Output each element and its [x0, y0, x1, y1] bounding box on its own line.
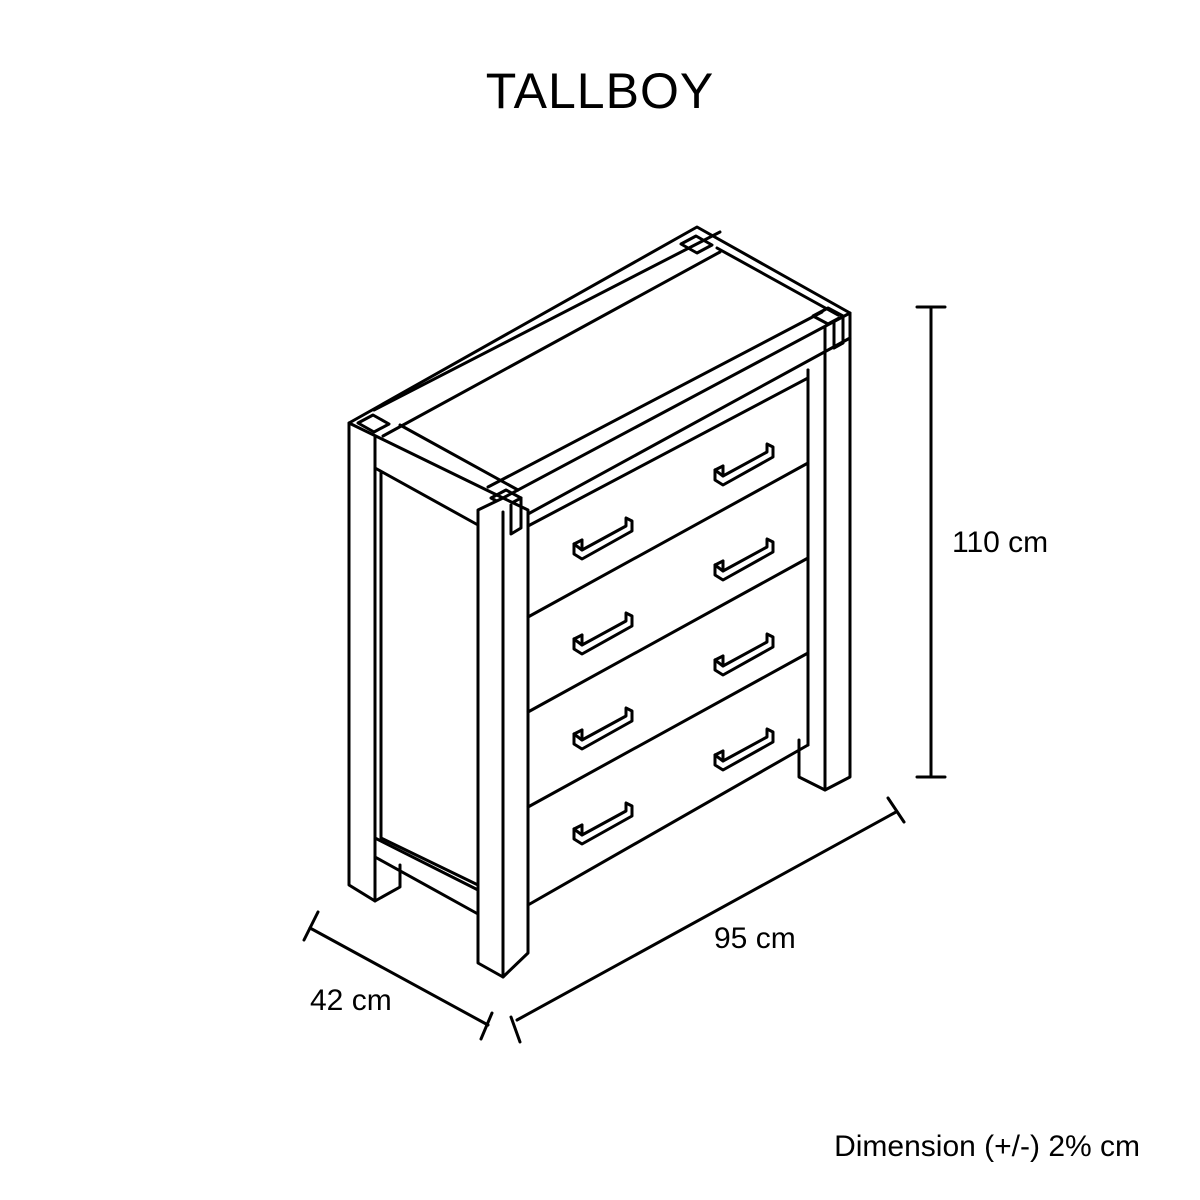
handle-icon: [572, 611, 634, 656]
handle-icon: [713, 537, 775, 582]
diagram-title: TALLBOY: [485, 63, 715, 119]
handle-icon: [713, 632, 775, 677]
depth-dimension-line: [302, 910, 494, 1041]
handle-icon: [572, 801, 634, 846]
handle-icon: [713, 727, 775, 772]
top-surface: [347, 225, 852, 516]
side-panel: [347, 421, 480, 916]
handle-icon: [713, 442, 775, 487]
width-label: 95 cm: [714, 922, 796, 955]
handle-icon: [572, 516, 634, 561]
drawer-handles: [572, 442, 775, 846]
depth-label: 42 cm: [310, 984, 392, 1017]
drawer-fronts: [526, 368, 810, 907]
width-dimension-line: [509, 796, 906, 1044]
height-dimension-line: [915, 305, 947, 779]
front-left-leg: [476, 496, 530, 979]
height-label: 110 cm: [952, 526, 1049, 559]
handle-icon: [572, 706, 634, 751]
tolerance-note: Dimension (+/-) 2% cm: [834, 1130, 1140, 1163]
